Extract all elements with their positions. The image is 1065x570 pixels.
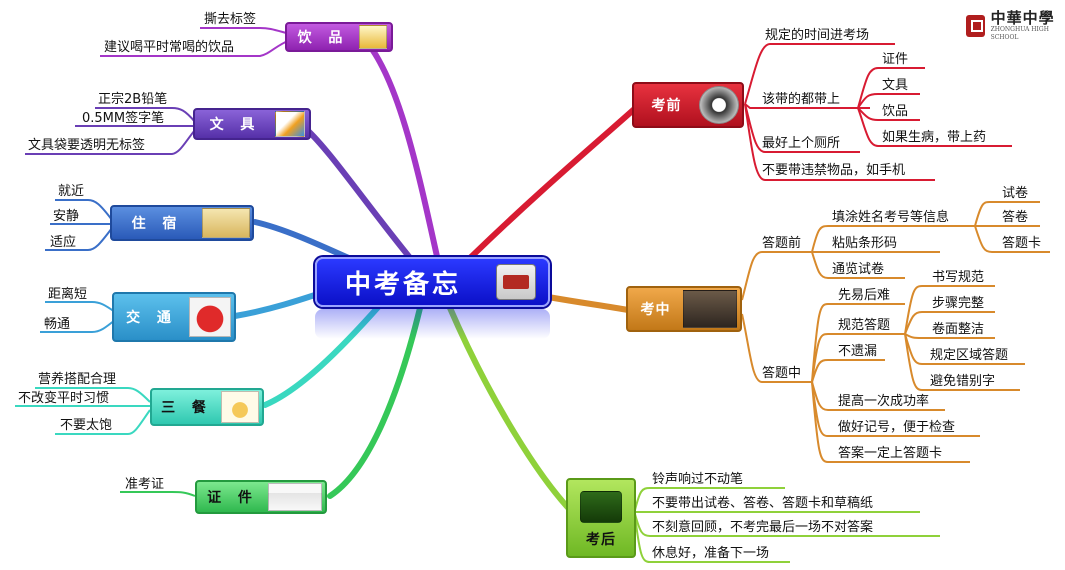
leaf-kaoqian-2: 该带的都带上: [762, 92, 841, 107]
leaf-zhusu-3: 适应: [50, 235, 77, 250]
leaf-qian-2: 粘贴条形码: [832, 236, 898, 251]
branch-sancan-label: 三 餐: [161, 400, 212, 416]
drink-icon: [359, 25, 387, 49]
leaf-qian-3: 通览试卷: [832, 262, 885, 277]
logo-subtitle: ZHONGHUA HIGH SCHOOL: [990, 26, 1049, 41]
branch-yinpin-label: 饮 品: [297, 30, 349, 46]
exam-room-icon: [683, 290, 737, 328]
branch-kaozhong[interactable]: 考中: [626, 286, 742, 332]
branch-yinpin[interactable]: 饮 品: [285, 22, 393, 52]
leaf-tian-1: 试卷: [1002, 186, 1029, 201]
leaf-guifan-2: 步骤完整: [932, 296, 985, 311]
branch-kaoqian[interactable]: 考前: [632, 82, 744, 128]
bedroom-icon: [202, 208, 250, 238]
leaf-kaozhong-qian: 答题前: [762, 236, 802, 251]
memo-book-icon: [496, 264, 536, 300]
leaf-yinpin-1: 撕去标签: [204, 12, 257, 27]
branch-zhusu-label: 住 宿: [131, 216, 183, 232]
leaf-kaoqian-dai-2: 文具: [882, 78, 909, 93]
branch-zhusu[interactable]: 住 宿: [110, 205, 254, 241]
center-node[interactable]: 中考备忘: [315, 257, 550, 307]
leaf-tian-3: 答题卡: [1002, 236, 1042, 251]
leaf-kaohou-4: 休息好，准备下一场: [652, 546, 770, 561]
leaf-kaozhong-zhong: 答题中: [762, 366, 802, 381]
leaf-guifan-1: 书写规范: [932, 270, 985, 285]
center-title: 中考备忘: [345, 269, 462, 300]
leaf-jiaotong-1: 距离短: [48, 287, 88, 302]
school-seal-icon: [966, 15, 985, 37]
leaf-tian-2: 答卷: [1002, 210, 1029, 225]
leaf-kaoqian-4: 不要带违禁物品，如手机: [762, 163, 906, 178]
leaf-zhong-3: 不遗漏: [838, 344, 878, 359]
leaf-kaoqian-3: 最好上个厕所: [762, 136, 841, 151]
leaf-kaoqian-dai-1: 证件: [882, 52, 909, 67]
leaf-kaohou-1: 铃声响过不动笔: [652, 472, 744, 487]
leaf-wenju-3: 文具袋要透明无标签: [28, 138, 146, 153]
leaf-yinpin-2: 建议喝平时常喝的饮品: [104, 40, 235, 55]
branch-kaohou-label: 考后: [586, 532, 616, 548]
sofa-icon: [580, 491, 622, 523]
leaf-sancan-1: 营养搭配合理: [38, 372, 117, 387]
leaf-zhong-6: 答案一定上答题卡: [838, 446, 943, 461]
leaf-wenju-2: 0.5MM签字笔: [82, 111, 165, 126]
leaf-sancan-2: 不改变平时习惯: [18, 391, 110, 406]
leaf-zhengjian-1: 准考证: [125, 477, 165, 492]
branch-zhengjian-label: 证 件: [207, 490, 258, 506]
leaf-kaoqian-1: 规定的时间进考场: [765, 28, 870, 43]
leaf-wenju-1: 正宗2B铅笔: [98, 92, 168, 107]
leaf-jiaotong-2: 畅通: [44, 317, 71, 332]
leaf-zhong-2: 规范答题: [838, 318, 891, 333]
branch-wenju-label: 文 具: [209, 117, 261, 133]
branch-kaoqian-label: 考前: [651, 98, 682, 114]
leaf-kaohou-3: 不刻意回顾，不考完最后一场不对答案: [652, 520, 874, 535]
leaf-zhong-5: 做好记号，便于检查: [838, 420, 956, 435]
leaf-kaoqian-dai-4: 如果生病，带上药: [882, 130, 987, 145]
school-logo: 中華中學 ZHONGHUA HIGH SCHOOL: [966, 10, 1065, 42]
branch-kaozhong-label: 考中: [640, 302, 671, 318]
leaf-zhusu-2: 安静: [53, 209, 80, 224]
leaf-zhong-4: 提高一次成功率: [838, 394, 930, 409]
branch-jiaotong[interactable]: 交 通: [112, 292, 236, 342]
star-badge-icon: [699, 86, 739, 124]
branch-wenju[interactable]: 文 具: [193, 108, 311, 140]
leaf-guifan-5: 避免错别字: [930, 374, 996, 389]
branch-jiaotong-label: 交 通: [126, 310, 177, 326]
meal-icon: [221, 391, 259, 423]
logo-name: 中華中學: [990, 9, 1055, 27]
branch-sancan[interactable]: 三 餐: [150, 388, 264, 426]
branch-kaohou[interactable]: 考后: [566, 478, 636, 558]
stationery-icon: [275, 111, 305, 137]
leaf-sancan-3: 不要太饱: [60, 418, 113, 433]
leaf-guifan-3: 卷面整洁: [932, 322, 985, 337]
leaf-kaoqian-dai-3: 饮品: [882, 104, 909, 119]
center-reflection: [315, 309, 550, 339]
leaf-qian-1: 填涂姓名考号等信息: [832, 210, 950, 225]
leaf-zhong-1: 先易后难: [838, 288, 891, 303]
leaf-guifan-4: 规定区域答题: [930, 348, 1009, 363]
branch-zhengjian[interactable]: 证 件: [195, 480, 327, 514]
leaf-kaohou-2: 不要带出试卷、答卷、答题卡和草稿纸: [652, 496, 874, 511]
id-card-icon: [268, 483, 322, 511]
car-icon: [189, 297, 231, 337]
leaf-zhusu-1: 就近: [58, 184, 85, 199]
